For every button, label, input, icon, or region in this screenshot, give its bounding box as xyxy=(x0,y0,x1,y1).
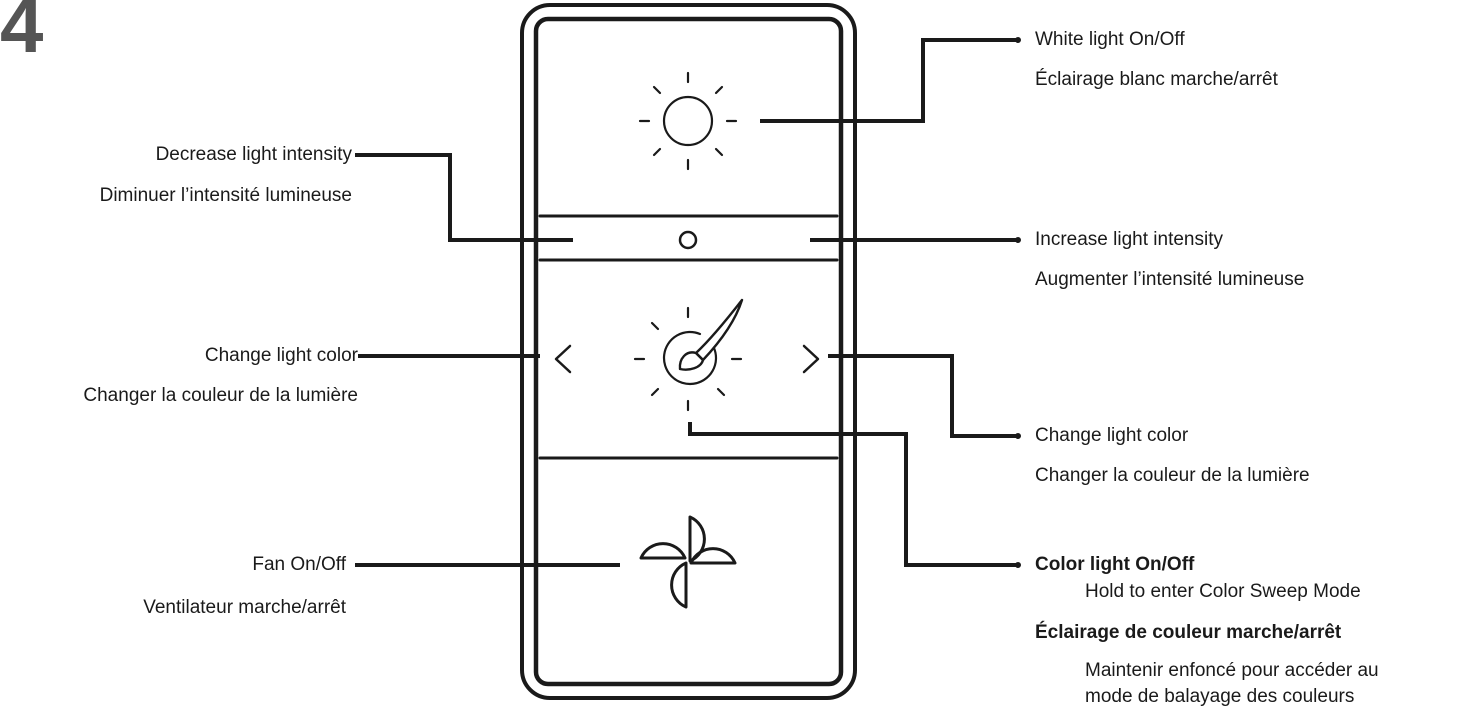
remote-outer-frame xyxy=(520,3,857,700)
sun-icon xyxy=(638,71,738,171)
step-number: 4 xyxy=(0,0,44,69)
label-color-onoff-hold-fr-2: mode de balayage des couleurs xyxy=(1085,686,1355,707)
chevron-left-icon xyxy=(554,344,572,374)
label-fan-fr: Ventilateur marche/arrêt xyxy=(143,597,346,618)
label-increase-en: Increase light intensity xyxy=(1035,229,1223,250)
label-color-right-fr: Changer la couleur de la lumière xyxy=(1035,465,1310,486)
leader-color-onoff xyxy=(688,422,1018,567)
label-color-onoff-fr: Éclairage de couleur marche/arrêt xyxy=(1035,622,1342,643)
label-white-light-en: White light On/Off xyxy=(1035,29,1185,50)
leader-decrease xyxy=(355,153,573,242)
label-color-right-en: Change light color xyxy=(1035,425,1189,446)
circle-indicator-icon xyxy=(678,230,698,250)
label-color-left-fr: Changer la couleur de la lumière xyxy=(83,385,358,406)
label-decrease-fr: Diminuer l’intensité lumineuse xyxy=(99,185,352,206)
fan-icon xyxy=(639,515,737,609)
remote-inner-frame xyxy=(533,16,844,687)
chevron-right-icon xyxy=(802,344,820,374)
label-color-onoff-hold-en: Hold to enter Color Sweep Mode xyxy=(1085,581,1361,602)
label-color-onoff-hold-fr-1: Maintenir enfoncé pour accéder au xyxy=(1085,660,1379,681)
label-fan-en: Fan On/Off xyxy=(252,554,346,575)
leader-color-right xyxy=(828,354,1018,438)
label-increase-fr: Augmenter l’intensité lumineuse xyxy=(1035,269,1305,290)
paintbrush-sun-icon xyxy=(633,298,744,412)
leader-white-light xyxy=(760,38,1018,123)
label-white-light-fr: Éclairage blanc marche/arrêt xyxy=(1035,69,1278,90)
label-decrease-en: Decrease light intensity xyxy=(155,144,352,165)
label-color-left-en: Change light color xyxy=(204,345,358,366)
label-color-onoff-en: Color light On/Off xyxy=(1035,554,1195,575)
